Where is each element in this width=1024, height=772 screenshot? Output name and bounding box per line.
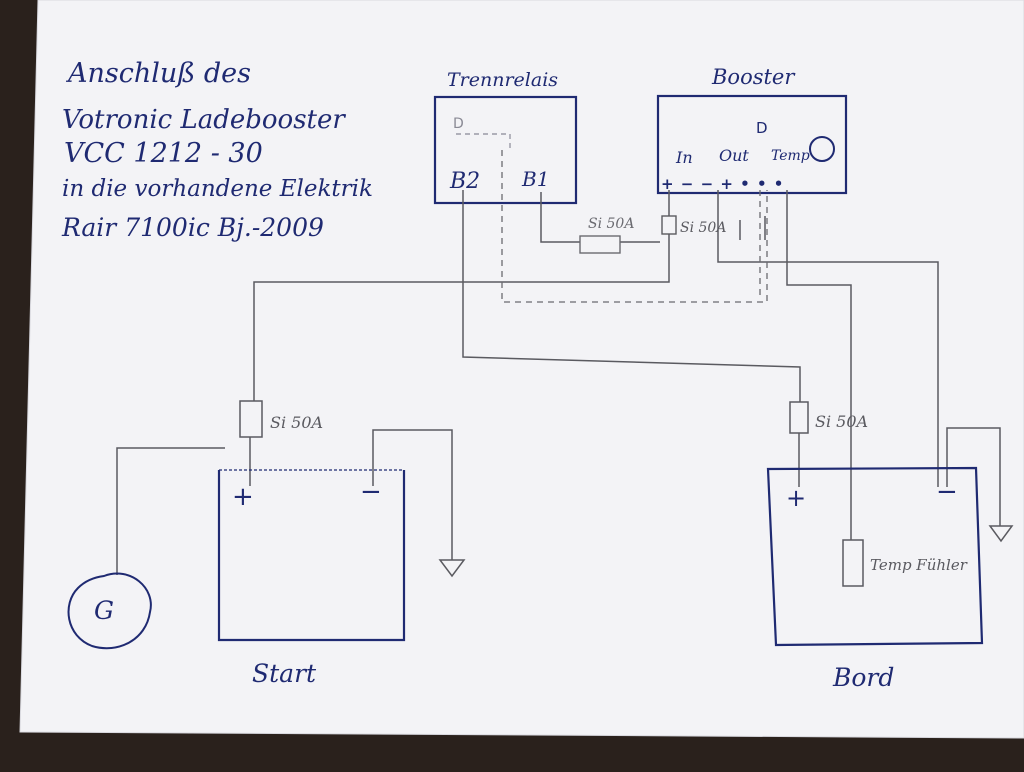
fuse-start — [239, 400, 263, 438]
booster-temp-socket — [809, 136, 835, 162]
start-battery-minus: − — [360, 477, 382, 507]
booster-box — [656, 94, 848, 195]
start-battery-box — [217, 470, 406, 642]
relay-coil-dash — [456, 133, 511, 148]
title-line-1: Anschluß des — [65, 58, 251, 89]
relay-symbol: D — [453, 116, 464, 132]
bord-battery-box — [766, 466, 984, 647]
dashed-relay-booster — [501, 150, 768, 303]
fuse-label-2: Si 50A — [680, 220, 726, 236]
dashed-control-wiring — [501, 150, 768, 303]
title-line-4: in die vorhandene Elektrik — [62, 176, 373, 202]
start-battery-plus: + — [232, 482, 254, 512]
fuse-relay-booster — [579, 235, 621, 254]
booster-in-label: In — [675, 148, 693, 167]
title-line-3: VCC 1212 - 30 — [64, 138, 263, 169]
booster-out-label: Out — [719, 146, 749, 165]
relay-terminal-b1: B1 — [521, 167, 549, 191]
booster-label: Booster — [711, 65, 796, 89]
ground-symbol-start — [438, 559, 466, 578]
temp-sensor-label: Temp Fühler — [870, 556, 968, 574]
title-block: Anschluß des Votronic Ladebooster VCC 12… — [61, 58, 373, 242]
wire-temp-sensor — [786, 190, 852, 540]
wire-booster-out — [717, 190, 939, 487]
wire-b2-bord — [462, 190, 801, 402]
fuse-booster-in — [661, 215, 677, 235]
relay-terminal-b2: B2 — [449, 169, 480, 194]
generator-label: G — [94, 596, 114, 625]
fuse-bord — [789, 401, 809, 434]
wire-generator — [116, 447, 225, 575]
bord-battery-minus: − — [936, 477, 958, 507]
paper-sheet — [20, 0, 1024, 738]
booster-symbol: D — [756, 119, 768, 137]
wire-start-ground — [372, 429, 453, 560]
bord-battery-plus: + — [786, 484, 806, 512]
booster-terminals: + − − + • • • — [661, 175, 784, 193]
fuse-label-3: Si 50A — [270, 413, 323, 432]
bord-battery-label: Bord — [832, 663, 894, 692]
wire-booster-start — [253, 234, 670, 401]
ground-symbol-bord — [988, 525, 1014, 543]
temp-sensor — [842, 539, 864, 587]
fuse-label-4: Si 50A — [815, 412, 868, 431]
pencil-wiring — [116, 190, 1001, 575]
generator-circle — [67, 572, 152, 650]
wire-b1-fuse — [540, 192, 580, 243]
title-line-5: Rair 7100ic Bj.-2009 — [61, 213, 324, 242]
fuse-label-1: Si 50A — [588, 216, 634, 232]
booster-temp-label: Temp — [771, 148, 810, 164]
start-battery-label: Start — [252, 659, 317, 688]
title-line-2: Votronic Ladebooster — [62, 105, 346, 135]
relay-label: Trennrelais — [447, 69, 558, 91]
relay-box — [433, 95, 578, 205]
wire-bord-ground — [946, 427, 1001, 526]
paper-edge — [19, 0, 1024, 739]
